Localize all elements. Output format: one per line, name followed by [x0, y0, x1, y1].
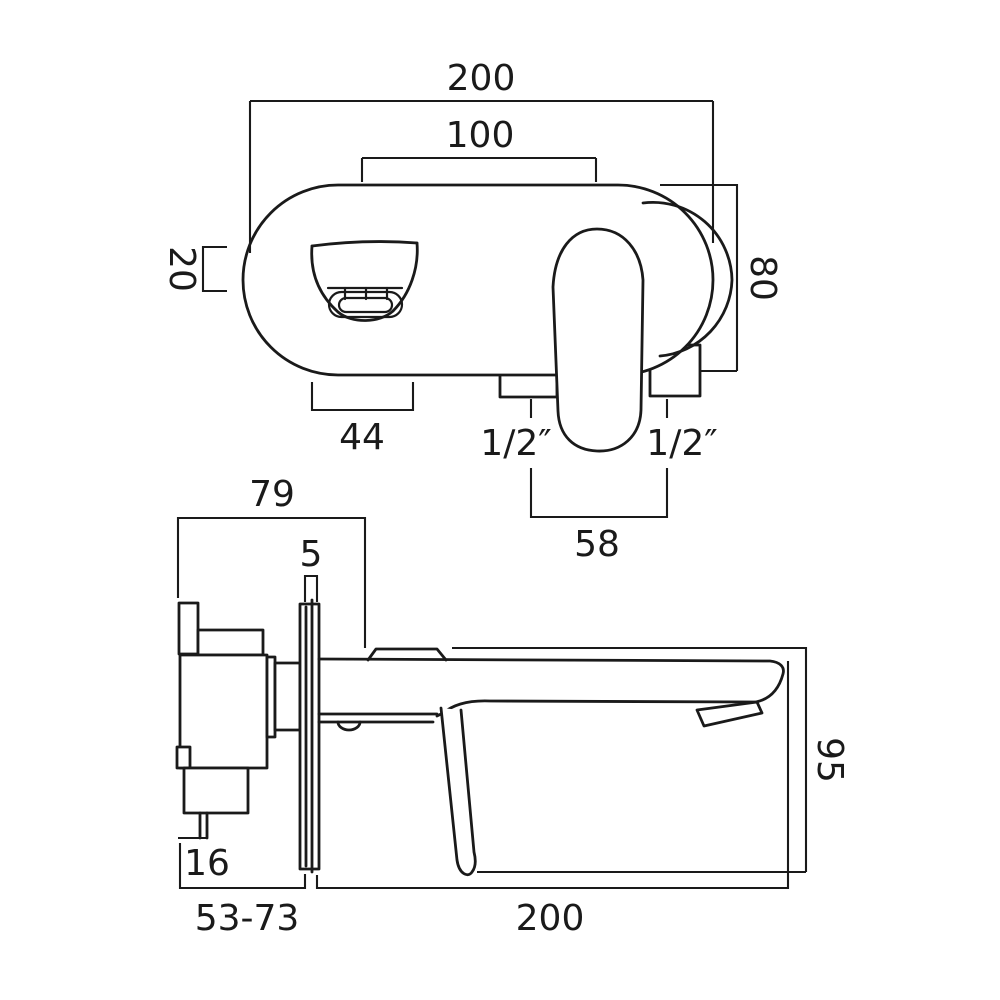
dim-label-plate-thickness: 5 [300, 534, 323, 575]
dim-200-bottom-lines [315, 661, 790, 890]
body-lower-block [182, 766, 250, 815]
dim-label-plate-height: 80 [742, 255, 783, 301]
aerator-inner-ring [337, 296, 394, 314]
dim-label-spout-cutout: 44 [339, 417, 385, 458]
body-pipe-stub [273, 661, 302, 732]
dim-95-lines [452, 646, 808, 874]
dim-label-inlet-left: 1/2″ [480, 423, 551, 464]
body-upper-flange [177, 601, 200, 656]
body-main-block [178, 653, 269, 770]
drawing-lines: 200 100 20 80 [161, 58, 850, 939]
dim-label-inlet-stub: 16 [184, 843, 230, 884]
dim-16-lines [178, 820, 209, 840]
dim-label-body-width: 79 [249, 474, 295, 515]
dim-label-top-offset: 20 [161, 246, 202, 292]
aerator-outer-ring [327, 290, 404, 319]
wall-plate [298, 598, 321, 874]
body-upper-arm [196, 628, 265, 657]
handle-base-circle [641, 201, 734, 358]
handle-side-profile [439, 706, 477, 877]
wall-plate-outline [298, 602, 321, 871]
dim-58-lines [529, 399, 669, 519]
dim-20-lines [201, 245, 227, 293]
dim-100-lines [360, 156, 598, 182]
fixing-screw-detail [336, 720, 362, 732]
dim-44-lines [310, 382, 415, 412]
dim-label-plate-width: 200 [447, 58, 516, 99]
dim-label-fixing-centres: 100 [446, 115, 515, 156]
dim-79-lines [176, 516, 367, 648]
dim-53-73-lines [178, 843, 307, 890]
dim-label-inlet-right: 1/2″ [646, 423, 717, 464]
spout-aperture [310, 240, 419, 322]
dim-label-inlet-centres: 58 [574, 524, 620, 565]
concealed-valve-body [175, 601, 302, 840]
dim-label-wall-depth-range: 53-73 [195, 898, 300, 939]
dim-5-lines [303, 574, 319, 602]
dim-200-top-lines [248, 99, 715, 253]
dim-80-lines [660, 183, 739, 373]
aerator-outlet-flap [695, 700, 764, 728]
side-view: 79 5 95 16 5 [175, 474, 850, 939]
body-lower-flange [175, 745, 192, 770]
spout-side-profile [317, 647, 785, 732]
dim-label-spout-drop: 95 [809, 737, 850, 783]
front-view: 200 100 20 80 [161, 58, 783, 565]
dim-label-spout-projection: 200 [516, 898, 585, 939]
lever-handle-front [551, 227, 645, 453]
spout-top-clip [366, 647, 448, 662]
wall-plate-inner-lines [304, 598, 314, 874]
